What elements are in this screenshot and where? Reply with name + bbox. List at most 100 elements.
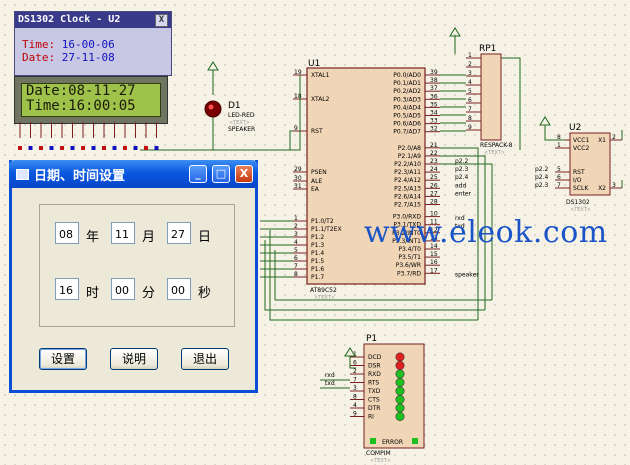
lcd-pin-state (28, 146, 33, 150)
p1-signal-led (395, 352, 405, 362)
u1-pin-number: 6 (294, 255, 298, 262)
p1-pin-label: CTS (368, 397, 380, 404)
maximize-button[interactable]: □ (212, 165, 230, 183)
u1-pin-number: 10 (430, 211, 438, 218)
ds-window-titlebar[interactable]: DS1302 Clock - U2 X (15, 12, 171, 28)
u1-pin-number: 27 (430, 190, 438, 197)
p3-net-label: txd (455, 223, 465, 230)
second-label: 秒 (198, 286, 212, 301)
u1-pin-name: P2.6/A14 (394, 193, 421, 200)
p1-pin-label: DTR (368, 405, 380, 412)
u1-pin-name: P2.3/A11 (394, 169, 421, 176)
u1-pin-number: 24 (430, 166, 438, 173)
wire (274, 250, 492, 301)
ds-time-row: Time: 16-00-06 (15, 38, 171, 51)
minute-input[interactable] (111, 278, 135, 300)
ds-window-close-button[interactable]: X (155, 14, 168, 27)
ds-date-label: Date: (22, 51, 56, 64)
p1-pin-number: 1 (353, 351, 357, 358)
u1-pin-name: P0.7/AD7 (393, 129, 421, 136)
help-button[interactable]: 说明 (110, 348, 158, 370)
u1-pin-name: RST (311, 128, 323, 135)
u1-pin-number: 33 (430, 118, 438, 125)
set-button[interactable]: 设置 (39, 348, 87, 370)
u1-pin-name: P0.2/AD2 (393, 88, 421, 95)
second-input[interactable] (167, 278, 191, 300)
minimize-button[interactable]: _ (189, 165, 207, 183)
u1-pin-name: P0.5/AD5 (393, 113, 421, 120)
u1-pin-number: 7 (294, 263, 298, 270)
rp1-ref: RP1 (479, 44, 496, 54)
u1-pin-name: P3.3/INT1 (392, 238, 421, 245)
u1-pin-name: P0.4/AD4 (393, 104, 421, 111)
u1-pin-number: 8 (294, 271, 298, 278)
p2-net-label: p2.4 (455, 174, 469, 181)
u1-pin-name: P3.1/TXD (393, 222, 421, 229)
u1-pin-name: P2.0/A8 (398, 145, 421, 152)
p1-pin-number: 2 (353, 368, 357, 375)
u1-pin-name: P1.2 (311, 234, 324, 241)
u1-pin-number: 17 (430, 267, 438, 274)
u1-pin-number: 2 (294, 223, 298, 230)
ds-window-title: DS1302 Clock - U2 (18, 14, 121, 25)
month-input[interactable] (111, 222, 135, 244)
dialog-titlebar[interactable]: 日期、时间设置 _ □ X (9, 160, 258, 188)
month-label: 月 (142, 230, 156, 245)
p1-signal-led (395, 403, 405, 413)
hour-label: 时 (86, 286, 100, 301)
d1-part: LED-RED (228, 112, 255, 119)
u1-pin-number: 38 (430, 77, 438, 84)
wire (440, 163, 493, 300)
close-button[interactable]: X (235, 165, 253, 183)
d1-vcc (207, 61, 219, 95)
datetime-settings-dialog[interactable]: 日期、时间设置 _ □ X 年 月 日 时 分 秒 设置 说明 退出 (9, 160, 258, 393)
u2-pin-name: SCLK (573, 185, 589, 192)
u2-pin-number: 6 (557, 174, 561, 181)
ds-time-value: 16-00-06 (61, 38, 115, 51)
p1-pin-label: DCD (368, 354, 382, 361)
u1-pin-name: P0.1/AD1 (393, 80, 421, 87)
u1-pin-name: P2.2/A10 (394, 161, 421, 168)
ds1302-clock-window[interactable]: DS1302 Clock - U2 X Time: 16-00-06 Date:… (14, 11, 172, 76)
u2-pin-name: VCC1 (573, 137, 589, 144)
u2-net-label: p2.3 (535, 182, 549, 189)
year-input[interactable] (55, 222, 79, 244)
u2-net-label: p2.4 (535, 174, 549, 181)
u2-pin-name: X1 (598, 137, 606, 144)
u1-pin-name: P3.5/T1 (398, 254, 421, 261)
rp1-pin-number: 5 (468, 88, 472, 95)
u1-pin-number: 39 (430, 69, 438, 76)
year-label: 年 (86, 230, 100, 245)
u1-pin-name: XTAL1 (311, 72, 330, 79)
u1-pin-name: P2.1/A9 (398, 153, 421, 160)
u2-pin-name: I/O (573, 177, 582, 184)
p2-net-label: p2.2 (455, 158, 469, 165)
lcd-pin-state (70, 146, 75, 150)
u1-pin-name: P3.4/T0 (398, 246, 421, 253)
rp1-pin-number: 9 (468, 124, 472, 131)
u1-ref: U1 (308, 59, 320, 69)
u2-pin-name: RST (573, 169, 585, 176)
rp1-part: RESPACK-8 (480, 142, 513, 149)
window-icon (16, 169, 29, 180)
u1-pin-name: P2.5/A13 (394, 185, 421, 192)
u1-pin-name: P3.0/RXD (393, 214, 421, 221)
p3-net-label: rxd (455, 215, 465, 222)
rp1-pin-number: 8 (468, 115, 472, 122)
p1-error: ERROR (382, 439, 403, 446)
rp1-pin-number: 2 (468, 61, 472, 68)
hour-input[interactable] (55, 278, 79, 300)
exit-button[interactable]: 退出 (181, 348, 229, 370)
u1-pin-name: P0.3/AD3 (393, 96, 421, 103)
p1-sub: <TEXT> (370, 458, 391, 464)
u1-sub: <TEXT> (314, 295, 335, 301)
u1-pin-number: 31 (294, 183, 302, 190)
lcd-display: Date:08-11-27 Time:16:00:05 (14, 76, 168, 124)
u1-pin-number: 13 (430, 235, 438, 242)
lcd-pin-state (133, 146, 138, 150)
u1-pin-name: EA (311, 186, 320, 193)
rp1-pin-number: 6 (468, 97, 472, 104)
day-input[interactable] (167, 222, 191, 244)
rp1-pin-number: 4 (468, 79, 472, 86)
